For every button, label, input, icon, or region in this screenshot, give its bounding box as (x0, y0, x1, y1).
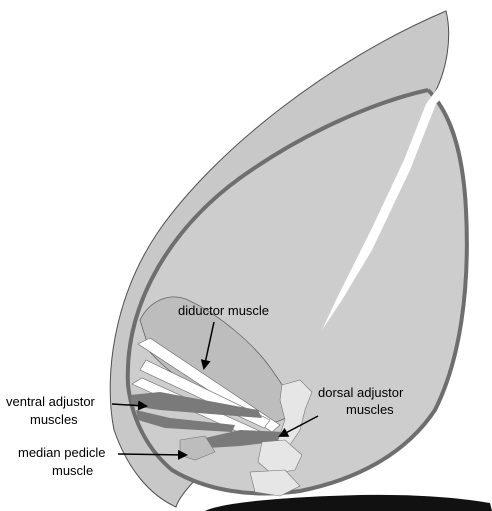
label-dorsal-line-2: muscles (346, 402, 394, 417)
label-median-line-1: median pedicle (18, 445, 105, 460)
substrate-base (205, 495, 492, 511)
arrow-median-pedicle (118, 454, 186, 455)
label-ventral-line-1: ventral adjustor (6, 394, 96, 409)
label-dorsal-line-1: dorsal adjustor (318, 385, 404, 400)
label-diductor-muscle: diductor muscle (178, 303, 269, 318)
label-ventral-line-2: muscles (30, 412, 78, 427)
label-diductor-line-1: diductor muscle (178, 303, 269, 318)
label-ventral-adjustor-muscles: ventral adjustor muscles (6, 394, 99, 427)
label-median-pedicle-muscle: median pedicle muscle (18, 445, 109, 478)
label-median-line-2: muscle (52, 463, 93, 478)
